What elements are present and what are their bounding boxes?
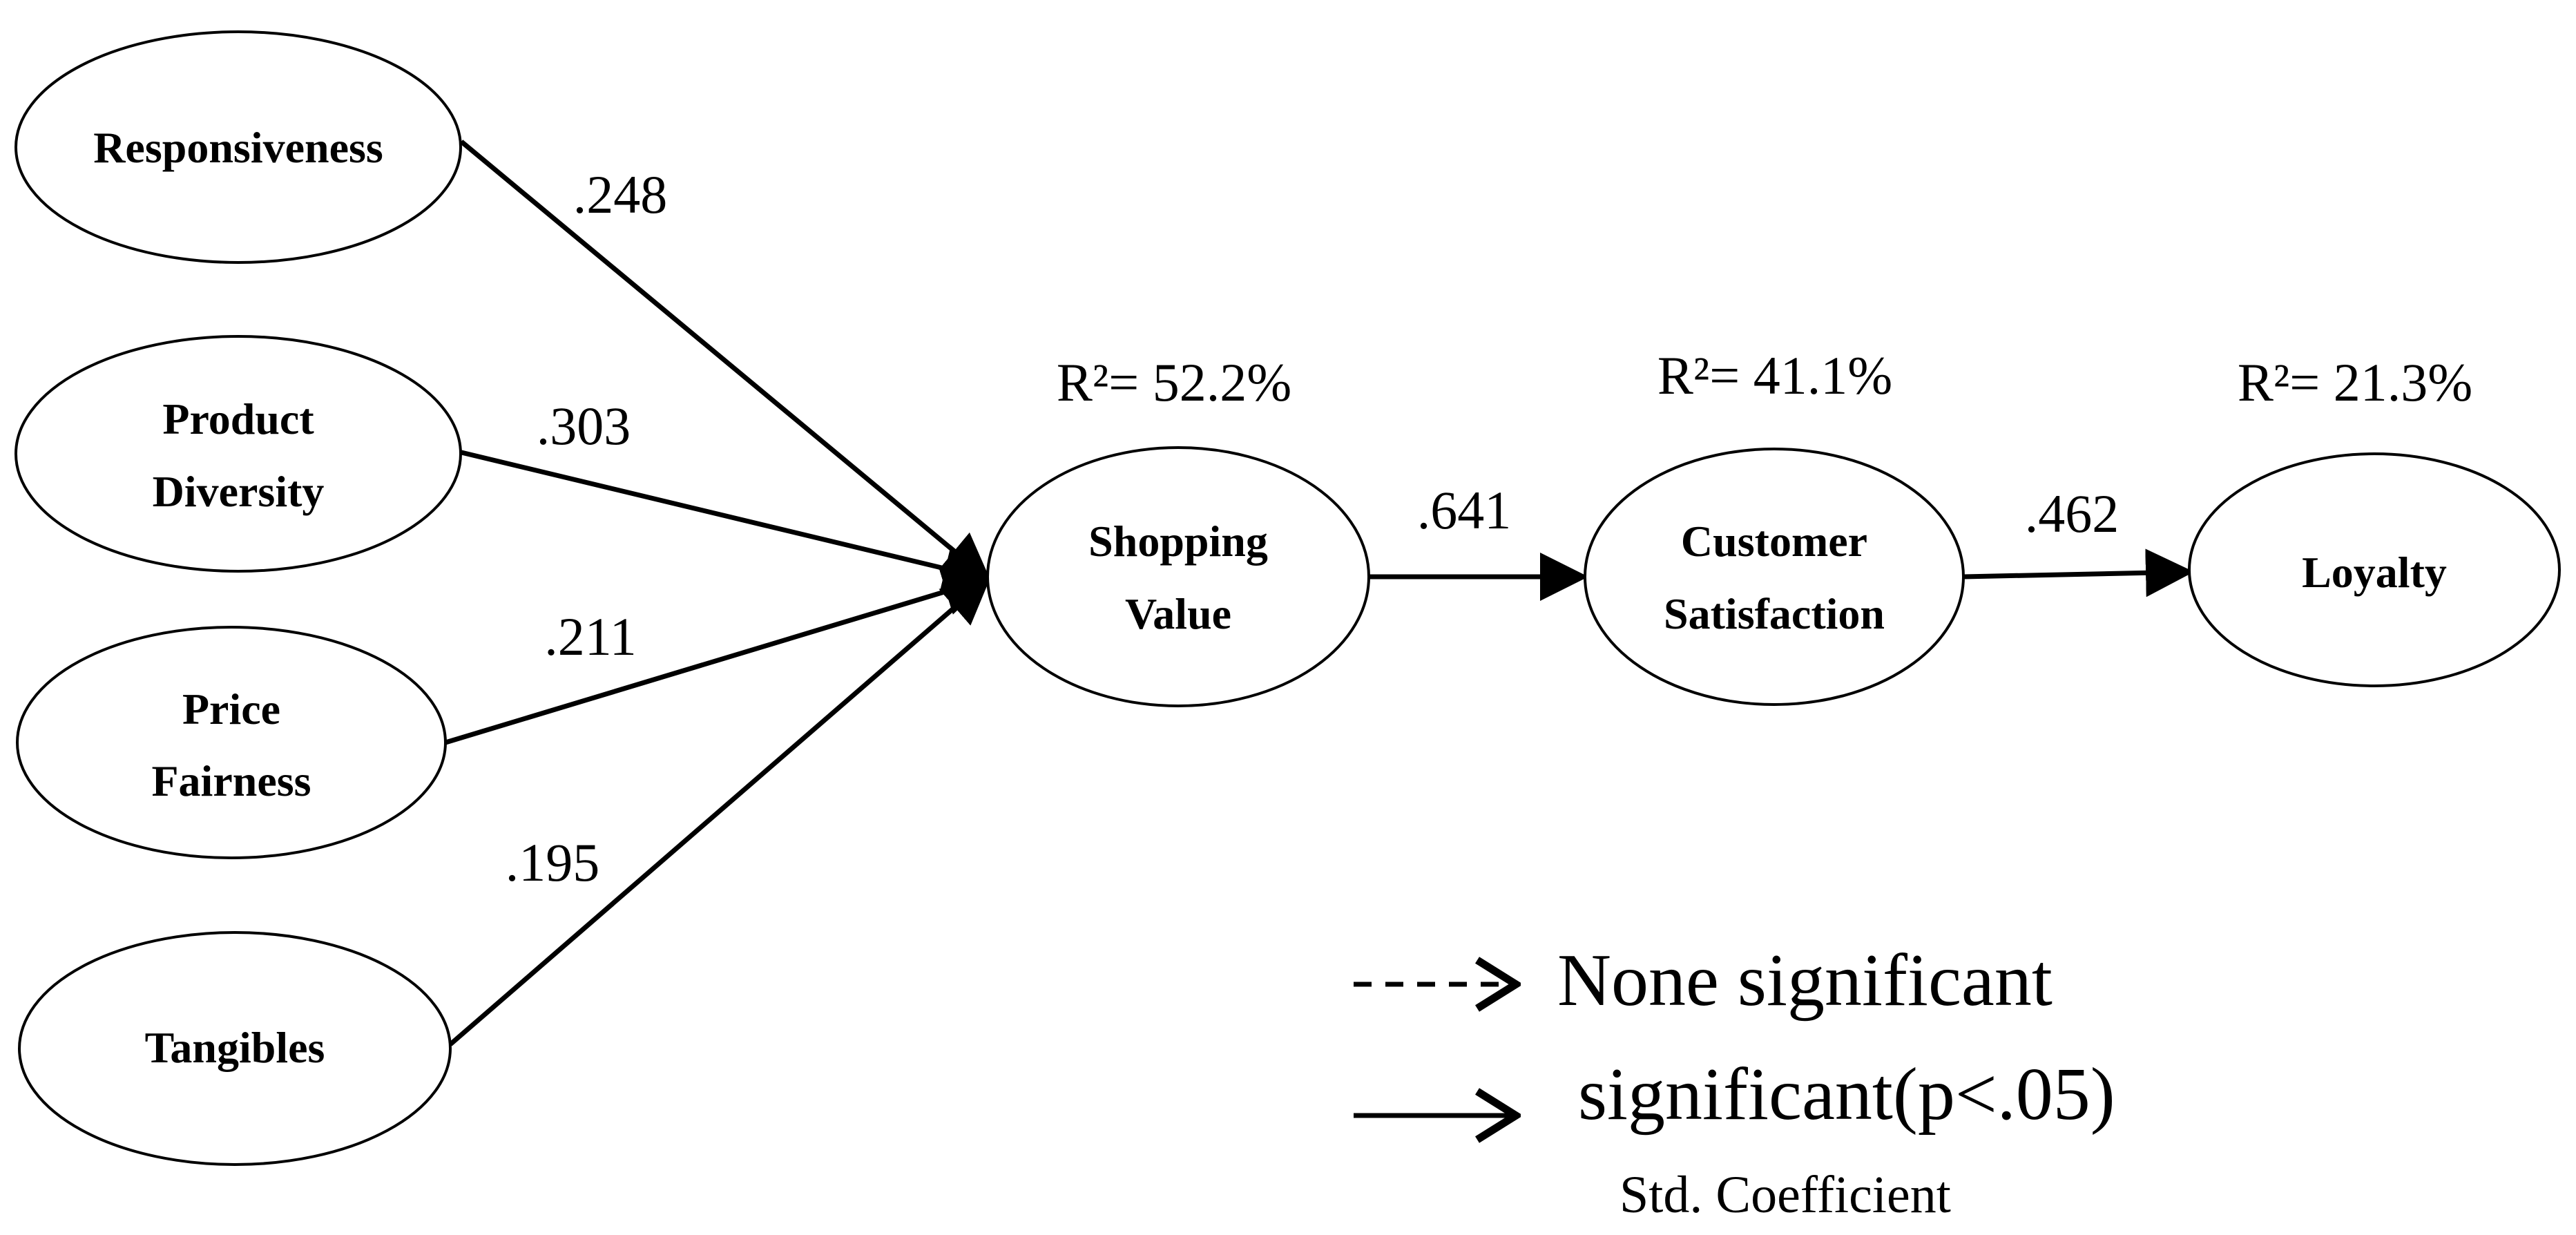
coef-responsiveness-to-shopping-value: .248 — [573, 164, 668, 224]
node-product-diversity-label-line1: Product — [162, 394, 314, 443]
node-tangibles-label: Tangibles — [145, 1023, 325, 1072]
path-arrows — [444, 140, 2194, 1046]
coef-customer-satisfaction-to-loyalty: .462 — [2025, 484, 2120, 544]
node-loyalty: Loyalty — [2188, 452, 2561, 687]
legend-solid-label: significant(p<.05) — [1578, 1053, 2115, 1136]
node-product-diversity-ellipse — [15, 335, 462, 573]
node-tangibles-ellipse — [18, 931, 452, 1166]
node-shopping-value-label-line1: Shopping — [1088, 517, 1268, 566]
coef-tangibles-to-shopping-value: .195 — [506, 832, 600, 892]
coef-price-fairness-to-shopping-value: .211 — [544, 606, 637, 667]
node-responsiveness-label: Responsiveness — [93, 123, 383, 172]
node-loyalty-label: Loyalty — [2302, 548, 2447, 597]
node-shopping-value-ellipse — [986, 446, 1370, 707]
arrow-responsiveness-to-shopping-value — [459, 140, 992, 582]
legend-dashed-label: None significant — [1557, 939, 2053, 1022]
node-tangibles: Tangibles — [18, 931, 452, 1166]
arrow-customer-satisfaction-to-loyalty — [1963, 548, 2194, 597]
node-customer-satisfaction: Customer Satisfaction — [1584, 448, 1965, 706]
node-customer-satisfaction-ellipse — [1584, 448, 1965, 706]
node-product-diversity-label-line2: Diversity — [153, 467, 325, 516]
legend: None significant significant(p<.05) Std.… — [1354, 939, 2115, 1224]
r2-shopping-value: R²= 52.2% — [1057, 352, 1291, 412]
r2-customer-satisfaction: R²= 41.1% — [1657, 345, 1892, 405]
node-price-fairness-label-line1: Price — [182, 684, 280, 734]
arrow-tangibles-to-shopping-value — [448, 575, 992, 1046]
node-product-diversity: Product Diversity — [15, 335, 462, 573]
node-price-fairness: Price Fairness — [16, 626, 447, 859]
coef-shopping-value-to-customer-satisfaction: .641 — [1417, 480, 1512, 540]
node-responsiveness-ellipse — [15, 30, 462, 264]
node-customer-satisfaction-label-line2: Satisfaction — [1664, 589, 1885, 638]
node-loyalty-ellipse — [2188, 452, 2561, 687]
coef-product-diversity-to-shopping-value: .303 — [537, 396, 631, 456]
node-customer-satisfaction-label-line1: Customer — [1681, 517, 1867, 566]
node-responsiveness: Responsiveness — [15, 30, 462, 264]
node-shopping-value: Shopping Value — [986, 446, 1370, 707]
legend-note: Std. Coefficient — [1619, 1166, 1951, 1224]
node-price-fairness-label-line2: Fairness — [151, 756, 311, 805]
node-price-fairness-ellipse — [16, 626, 447, 859]
node-shopping-value-label-line2: Value — [1125, 589, 1231, 638]
arrow-price-fairness-to-shopping-value — [444, 568, 992, 745]
arrow-product-diversity-to-shopping-value — [461, 450, 992, 593]
r2-loyalty: R²= 21.3% — [2238, 352, 2472, 412]
